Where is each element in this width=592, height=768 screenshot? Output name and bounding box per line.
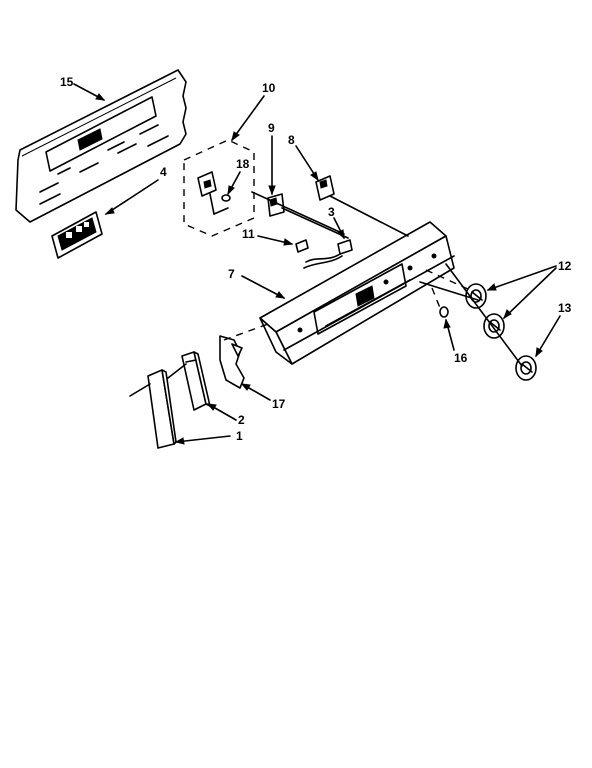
part-7-control-panel xyxy=(259,221,455,365)
callout-17: 17 xyxy=(272,397,286,411)
callout-labels: 15 4 10 9 8 18 3 11 7 12 13 16 17 2 1 xyxy=(60,75,572,443)
callout-11: 11 xyxy=(242,227,255,241)
callout-4: 4 xyxy=(160,165,167,179)
part-8-switch xyxy=(315,175,335,201)
callout-16: 16 xyxy=(454,351,468,365)
part-11-wire-harness xyxy=(295,239,343,269)
callout-15: 15 xyxy=(60,75,74,89)
callout-9: 9 xyxy=(268,121,275,135)
part-12-knob-lower xyxy=(483,313,505,339)
part-15-rear-panel xyxy=(15,69,187,223)
part-4-control-module xyxy=(51,211,103,259)
part-18-switch xyxy=(197,171,231,215)
callout-leaders xyxy=(73,83,561,445)
part-10-switch-assembly-outline xyxy=(183,139,255,237)
callout-13: 13 xyxy=(558,301,572,315)
callout-2: 2 xyxy=(238,413,245,427)
part-1-end-cap xyxy=(147,369,177,449)
callout-10: 10 xyxy=(262,81,276,95)
part-16-washer xyxy=(439,306,449,318)
part-3-connector xyxy=(337,239,353,255)
callout-1: 1 xyxy=(236,429,243,443)
part-17-bracket xyxy=(219,335,245,389)
part-9-switch xyxy=(267,193,285,217)
explode-lines xyxy=(129,191,523,397)
part-13-knob xyxy=(515,355,537,381)
callout-7: 7 xyxy=(228,267,235,281)
callout-18: 18 xyxy=(236,157,250,171)
callout-8: 8 xyxy=(288,133,295,147)
part-2-end-cap xyxy=(181,351,211,411)
callout-3: 3 xyxy=(328,205,335,219)
callout-12: 12 xyxy=(558,259,572,273)
